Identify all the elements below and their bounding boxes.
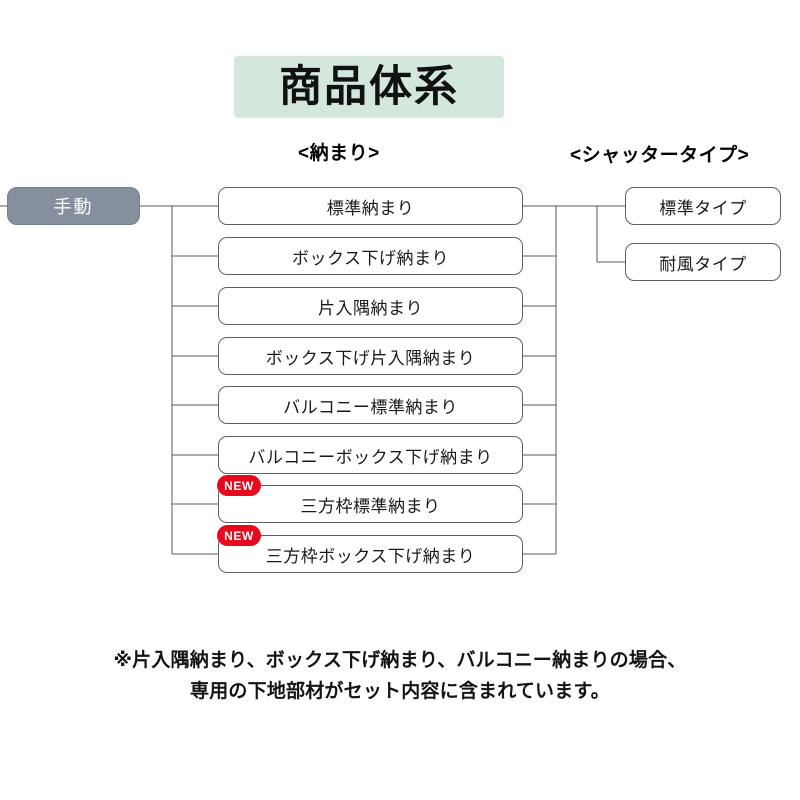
- new-badge-osamari-8: NEW: [217, 525, 261, 546]
- node-osamari-6[interactable]: バルコニーボックス下げ納まり: [218, 436, 523, 474]
- node-osamari-3[interactable]: 片入隅納まり: [218, 287, 523, 325]
- node-shutter-1[interactable]: 標準タイプ: [625, 187, 781, 225]
- node-label: 片入隅納まり: [318, 298, 423, 318]
- node-label: 標準納まり: [326, 198, 415, 218]
- node-osamari-5[interactable]: バルコニー標準納まり: [218, 386, 523, 424]
- node-label: バルコニー標準納まり: [283, 397, 458, 417]
- node-label: ボックス下げ納まり: [292, 248, 449, 268]
- node-osamari-8[interactable]: 三方枠ボックス下げ納まり: [218, 535, 523, 573]
- page-title-banner: 商品体系: [234, 56, 504, 118]
- node-label: ボックス下げ片入隅納まり: [265, 348, 476, 368]
- node-label: 手動: [53, 197, 94, 217]
- node-shutter-2[interactable]: 耐風タイプ: [625, 243, 781, 281]
- column-header-osamari: <納まり>: [298, 143, 380, 164]
- node-osamari-4[interactable]: ボックス下げ片入隅納まり: [218, 337, 523, 375]
- node-osamari-1[interactable]: 標準納まり: [218, 187, 523, 225]
- new-badge-label: NEW: [224, 528, 254, 543]
- node-osamari-2[interactable]: ボックス下げ納まり: [218, 237, 523, 275]
- column-header-shutter: <シャッタータイプ>: [570, 145, 750, 166]
- footnote-line-1: ※片入隅納まり、ボックス下げ納まり、バルコニー納まりの場合、: [113, 650, 687, 671]
- footnote-line-2: 専用の下地部材がセット内容に含まれています。: [190, 681, 610, 702]
- node-label: 三方枠標準納まり: [300, 496, 441, 516]
- node-osamari-7[interactable]: 三方枠標準納まり: [218, 485, 523, 523]
- node-label: バルコニーボックス下げ納まり: [248, 447, 493, 467]
- page-title: 商品体系: [279, 62, 459, 111]
- node-root-manual[interactable]: 手動: [7, 187, 140, 225]
- node-label: 標準タイプ: [659, 198, 747, 218]
- node-label: 耐風タイプ: [659, 254, 747, 274]
- new-badge-label: NEW: [224, 478, 254, 493]
- footnote: ※片入隅納まり、ボックス下げ納まり、バルコニー納まりの場合、 専用の下地部材がセ…: [0, 645, 800, 707]
- new-badge-osamari-7: NEW: [217, 475, 261, 496]
- node-label: 三方枠ボックス下げ納まり: [265, 546, 476, 566]
